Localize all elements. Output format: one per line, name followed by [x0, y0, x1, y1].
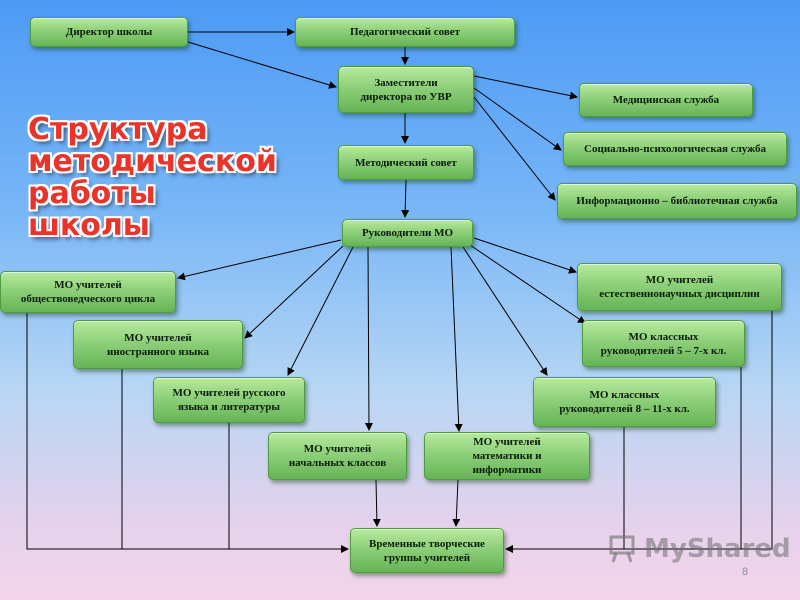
arrow-mo-heads-primary [364, 246, 373, 431]
node-temp-groups: Временные творческие группы учителей [350, 528, 504, 573]
node-mo-russian: МО учителей русского языка и литературы [153, 377, 305, 423]
arrow-director-deputy [187, 41, 337, 89]
arrow-mo-heads-russian [287, 246, 354, 376]
node-deputy: Заместители директора по УВР [338, 66, 474, 113]
watermark: MyShared [608, 534, 791, 564]
arrow-primary-temp [372, 479, 381, 527]
node-library: Информационно – библиотечная служба [557, 183, 797, 219]
arrow-natural-temp [505, 311, 773, 553]
arrow-deputy-psych [473, 87, 562, 151]
slide-title: Структура методической работы школы [28, 112, 277, 243]
arrow-mo-heads-math [450, 246, 463, 432]
arrow-mo-heads-foreign [244, 245, 344, 339]
node-mo-heads: Руководители МО [342, 219, 473, 247]
node-mo-class811: МО классных руководителей 8 – 11-х кл. [533, 377, 716, 427]
node-ped-council: Педагогический совет [295, 17, 515, 47]
arrow-deputy-medical [473, 75, 578, 100]
arrow-deputy-library [473, 96, 556, 201]
node-mo-natural: МО учителей естественнонаучных дисциплин [577, 263, 782, 311]
arrow-math-temp [452, 479, 461, 527]
node-mo-primary: МО учителей начальных классов [268, 432, 407, 480]
arrow-method-council-mo-heads [401, 179, 410, 218]
arrow-mo-heads-social [177, 239, 342, 281]
node-mo-social: МО учителей обществоведческого цикла [0, 271, 176, 313]
node-director: Директор школы [30, 17, 188, 47]
arrow-social-temp [26, 313, 349, 553]
presentation-board-icon [609, 535, 635, 563]
node-method-council: Методический совет [338, 145, 474, 180]
arrow-mo-heads-natural [473, 237, 577, 274]
arrow-mo-heads-class811 [462, 246, 548, 376]
node-mo-foreign: МО учителей иностранного языка [73, 320, 243, 369]
node-mo-math: МО учителей математики и информатики [424, 432, 590, 480]
node-psych: Социально-психологическая служба [563, 132, 787, 166]
node-mo-class57: МО классных руководителей 5 – 7-х кл. [582, 320, 745, 367]
page-number: 8 [742, 566, 749, 578]
arrow-mo-heads-class57 [469, 244, 586, 324]
node-medical: Медицинская служба [579, 83, 753, 117]
watermark-text: MyShared [644, 534, 791, 564]
